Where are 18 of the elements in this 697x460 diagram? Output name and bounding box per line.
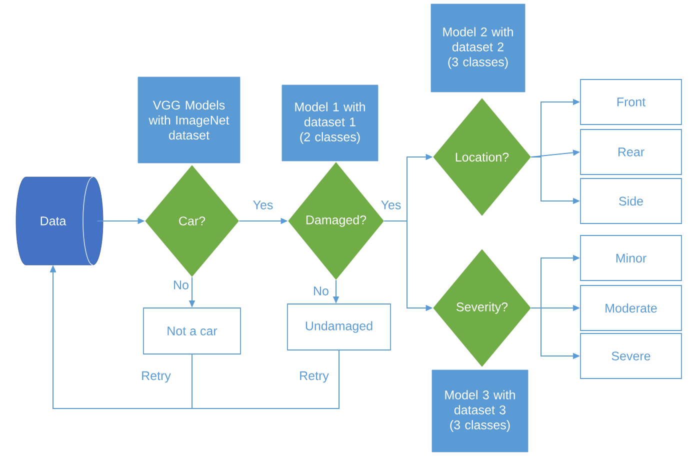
outcome-box: Rear xyxy=(580,129,682,175)
database-cylinder: Data xyxy=(16,176,104,266)
outcome-box: Moderate xyxy=(580,285,682,331)
outcome-box: Front xyxy=(580,79,682,125)
model-box: Model 3 with dataset 3 (3 classes) xyxy=(432,370,528,452)
outcome-box: Side xyxy=(580,178,682,224)
outcome-box: Minor xyxy=(580,235,682,281)
edge-label: No xyxy=(312,286,330,296)
edge-label: No xyxy=(172,280,190,290)
model-box: Model 2 with dataset 2 (3 classes) xyxy=(430,4,526,92)
outcome-box: Undamaged xyxy=(287,304,391,350)
edge-label: Yes xyxy=(252,200,274,210)
edge-label: Retry xyxy=(140,370,172,384)
model-box: VGG Models with ImageNet dataset xyxy=(138,76,240,164)
outcome-box: Severe xyxy=(580,333,682,379)
outcome-box: Not a car xyxy=(143,308,241,354)
model-box: Model 1 with dataset 1 (2 classes) xyxy=(282,84,378,162)
edge-label: Retry xyxy=(298,370,330,384)
